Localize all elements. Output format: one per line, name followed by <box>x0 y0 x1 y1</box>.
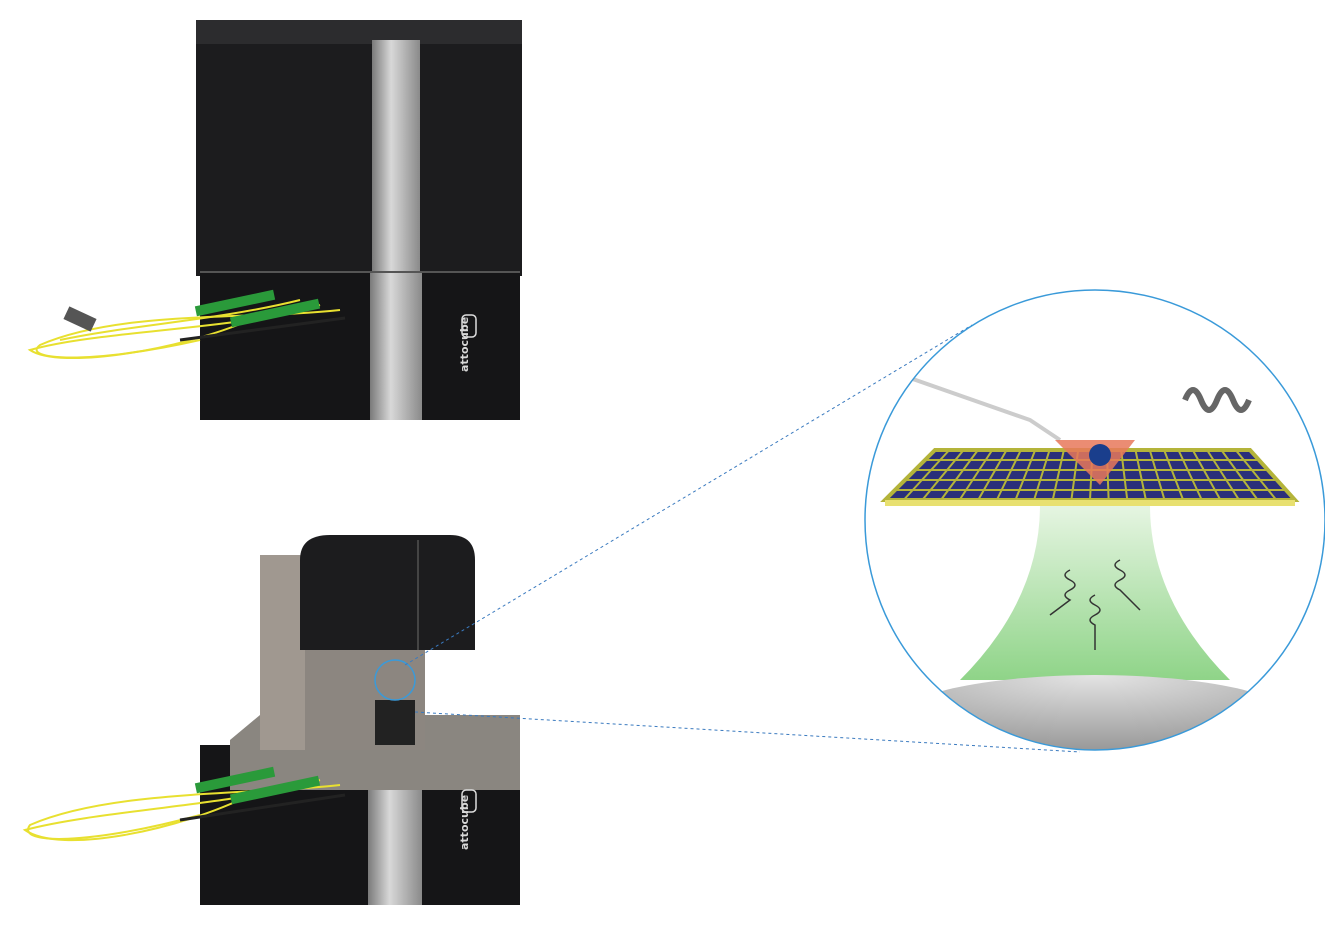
svg-text:attocube: attocube <box>458 317 471 372</box>
svg-text:attocube: attocube <box>458 795 471 850</box>
grid-line <box>1134 449 1147 501</box>
grid-line <box>1120 449 1129 501</box>
silver-corner-strip <box>372 40 420 276</box>
bottom-device: attocube <box>22 535 520 905</box>
grid-line <box>1148 449 1166 501</box>
grid-line <box>1191 449 1222 501</box>
grid-line <box>1206 449 1240 501</box>
tower <box>260 555 305 750</box>
stage <box>895 675 1295 750</box>
grid-line <box>977 449 1008 501</box>
housing-base <box>200 272 520 420</box>
grid-line <box>940 449 979 501</box>
grid-line <box>1014 449 1037 501</box>
fiber-connectors <box>194 766 321 805</box>
emitter-sphere <box>1089 444 1111 466</box>
magnifier-border <box>864 289 1325 751</box>
grid-line <box>1234 449 1278 501</box>
scan-head <box>300 535 475 650</box>
fiber-connectors <box>63 289 321 332</box>
grid-line <box>1177 449 1203 501</box>
objective <box>375 700 415 745</box>
magnifier-origin <box>374 659 416 701</box>
logo: attocube <box>458 314 477 372</box>
grid-line <box>1163 449 1185 501</box>
tip <box>909 376 1062 442</box>
logo: attocube <box>458 789 477 850</box>
grid-line <box>1051 449 1065 501</box>
grid-line <box>958 449 994 501</box>
top-device: attocube <box>27 20 522 420</box>
spring-icon <box>1182 387 1252 413</box>
zoom-line-top <box>404 324 973 666</box>
grid-line <box>1220 449 1259 501</box>
photon-wave-icons <box>1049 559 1141 650</box>
housing-top <box>196 20 522 276</box>
grid-line <box>921 449 965 501</box>
light-cone <box>960 505 1230 680</box>
grid-line <box>995 449 1022 501</box>
magnified-inset <box>864 289 1325 751</box>
grid-line <box>1033 449 1051 501</box>
grid-line <box>902 449 951 501</box>
